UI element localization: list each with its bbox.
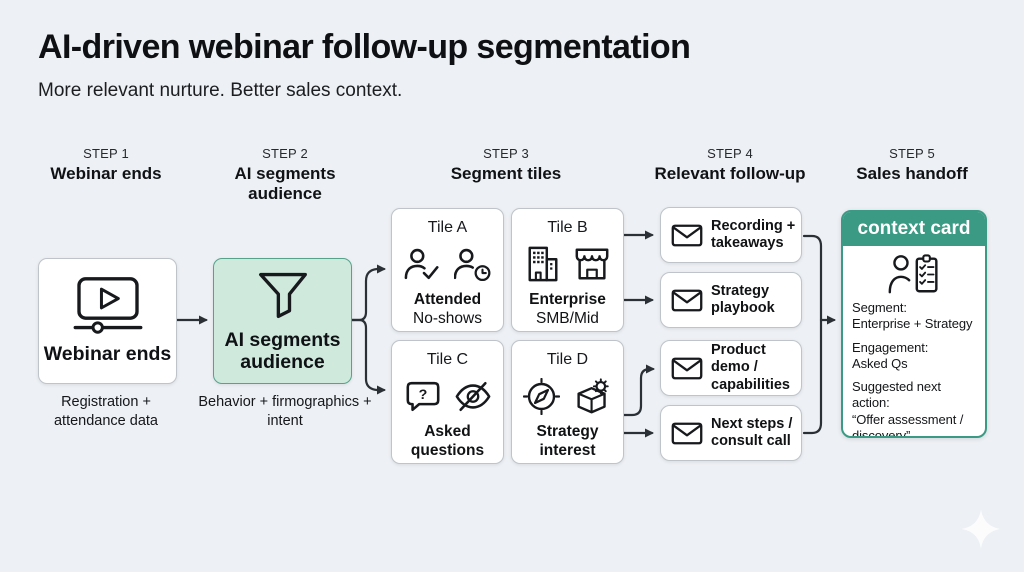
tile-title: Tile B (547, 219, 588, 236)
person-clipboard-icon (887, 253, 941, 296)
sparkle-icon (960, 508, 1002, 550)
followup-demo: Product demo / capabilities (660, 340, 802, 396)
person-clock-icon (453, 248, 492, 281)
page-subtitle: More relevant nurture. Better sales cont… (38, 80, 403, 101)
field-label: Segment: (852, 300, 907, 315)
tile-a: Tile A Attended No-shows (391, 208, 504, 332)
webinar-ends-label: Webinar ends (43, 342, 172, 365)
question-bubble-icon: ? (404, 379, 442, 414)
eye-off-icon (454, 380, 492, 413)
tile-b: Tile B (511, 208, 624, 332)
step-number: STEP 4 (707, 146, 753, 161)
followup-label: Strategy playbook (711, 282, 775, 316)
followup-playbook: Strategy playbook (660, 272, 802, 328)
ai-caption: Behavior + firmographics + intent (198, 394, 372, 429)
ai-segments-box: AI segments audience (213, 258, 352, 384)
tile-title: Tile D (546, 351, 589, 368)
tile-title: Tile A (427, 219, 468, 236)
envelope-icon (671, 288, 703, 313)
tile-segment-2: questions (410, 442, 485, 460)
funnel-icon (255, 269, 311, 321)
tile-c: Tile C ? Asked questions (391, 340, 504, 464)
step-name: Relevant follow-up (654, 164, 806, 183)
context-card: context card Segment: Ent (841, 210, 987, 438)
compass-icon (522, 377, 560, 415)
context-field-next-action: Suggested next action: “Offer assessment… (852, 379, 976, 438)
video-player-icon (72, 276, 144, 335)
followup-recording: Recording + takeaways (660, 207, 802, 263)
envelope-icon (671, 223, 703, 248)
step-name: Segment tiles (450, 164, 562, 183)
step-name: AI segments audience (234, 164, 336, 204)
tile-segment-2: SMB/Mid (536, 310, 599, 328)
step-header-4: STEP 4 Relevant follow-up (640, 146, 820, 184)
followup-next-steps: Next steps / consult call (660, 405, 802, 461)
tile-title: Tile C (426, 351, 469, 368)
context-field-engagement: Engagement: Asked Qs (852, 340, 976, 373)
person-check-icon (404, 248, 442, 281)
context-card-header: context card (843, 212, 985, 246)
tile-segment-1: Asked (424, 423, 471, 440)
ai-segments-label: AI segments audience (224, 328, 341, 373)
context-field-segment: Segment: Enterprise + Strategy (852, 300, 976, 333)
storefront-icon (573, 245, 611, 283)
step-name: Webinar ends (50, 164, 162, 183)
tile-segment-2: No-shows (413, 310, 482, 328)
step-header-5: STEP 5 Sales handoff (832, 146, 992, 184)
webinar-caption: Registration + attendance data (53, 394, 158, 429)
field-label: Engagement: (852, 339, 929, 355)
step-name: Sales handoff (856, 164, 968, 183)
step-header-1: STEP 1 Webinar ends (31, 146, 181, 184)
field-label: Suggested next action: (852, 379, 941, 411)
office-building-icon (525, 245, 561, 283)
step-number: STEP 2 (262, 146, 308, 161)
field-value: Enterprise + Strategy (852, 316, 973, 332)
step-header-2: STEP 2 AI segments audience (215, 146, 355, 204)
envelope-icon (671, 356, 703, 381)
webinar-ends-box: Webinar ends (38, 258, 177, 384)
step-number: STEP 3 (483, 146, 529, 161)
tile-segment-1: Attended (413, 291, 482, 308)
tile-d: Tile D Strategy interest (511, 340, 624, 464)
field-value: “Offer assessment / discovery” (852, 411, 964, 438)
envelope-icon (671, 421, 703, 446)
followup-label: Recording + takeaways (711, 217, 796, 251)
step-number: STEP 1 (83, 146, 129, 161)
step-header-3: STEP 3 Segment tiles (426, 146, 586, 184)
step-number: STEP 5 (889, 146, 935, 161)
tile-segment-1: Enterprise (529, 291, 606, 308)
tile-segment-2: interest (539, 442, 596, 460)
followup-label: Next steps / consult call (711, 415, 793, 449)
page-title: AI-driven webinar follow-up segmentation (38, 28, 691, 66)
package-gear-icon (572, 377, 613, 415)
svg-text:?: ? (418, 386, 427, 402)
field-value: Asked Qs (852, 355, 908, 371)
followup-label: Product demo / capabilities (711, 342, 790, 393)
tile-segment-1: Strategy (536, 423, 599, 440)
